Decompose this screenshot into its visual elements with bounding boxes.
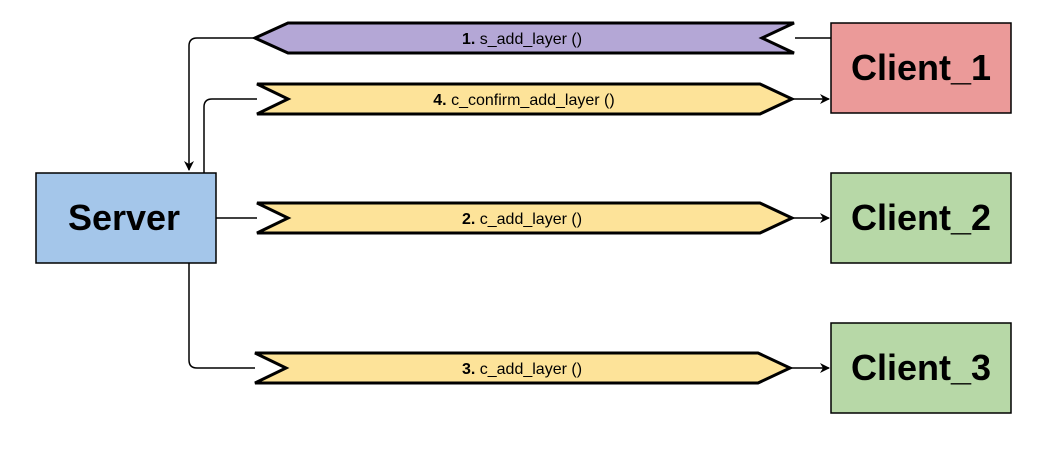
message-4-shape xyxy=(256,82,796,116)
message-1-arrow: 1. s_add_layer () xyxy=(251,21,795,55)
message-1-shape xyxy=(251,21,795,55)
client-2-label: Client_2 xyxy=(851,197,991,238)
message-2-name: c_add_layer () xyxy=(480,211,582,228)
connector-server-to-msg3 xyxy=(188,263,255,369)
client-1-node: Client_1 xyxy=(830,22,1012,114)
client-2-box xyxy=(830,172,1012,264)
message-1-label: 1. s_add_layer () xyxy=(462,31,582,48)
connector-msg1-to-server xyxy=(184,37,255,171)
client-3-label: Client_3 xyxy=(851,347,991,388)
client-2-node: Client_2 xyxy=(830,172,1012,264)
message-4-arrow: 4. c_confirm_add_layer () xyxy=(256,82,796,116)
client-1-label: Client_1 xyxy=(851,47,991,88)
message-1-number: 1. xyxy=(462,31,475,48)
message-2-label: 2. c_add_layer () xyxy=(462,211,582,228)
server-node: Server xyxy=(35,172,217,264)
message-4-name: c_confirm_add_layer () xyxy=(451,92,615,109)
server-label: Server xyxy=(68,197,180,238)
message-3-arrow: 3. c_add_layer () xyxy=(254,351,794,385)
message-4-number: 4. xyxy=(433,92,446,109)
server-box xyxy=(35,172,217,264)
connector-server-to-msg4 xyxy=(203,98,257,173)
message-3-name: c_add_layer () xyxy=(480,361,582,378)
message-4-label: 4. c_confirm_add_layer () xyxy=(433,92,614,109)
message-2-shape xyxy=(256,201,796,235)
message-3-label: 3. c_add_layer () xyxy=(462,361,582,378)
message-2-number: 2. xyxy=(462,211,475,228)
message-3-shape xyxy=(254,351,794,385)
message-3-number: 3. xyxy=(462,361,475,378)
client-1-box xyxy=(830,22,1012,114)
message-1-name: s_add_layer () xyxy=(480,31,582,48)
client-3-node: Client_3 xyxy=(830,322,1012,414)
client-3-box xyxy=(830,322,1012,414)
message-2-arrow: 2. c_add_layer () xyxy=(256,201,796,235)
